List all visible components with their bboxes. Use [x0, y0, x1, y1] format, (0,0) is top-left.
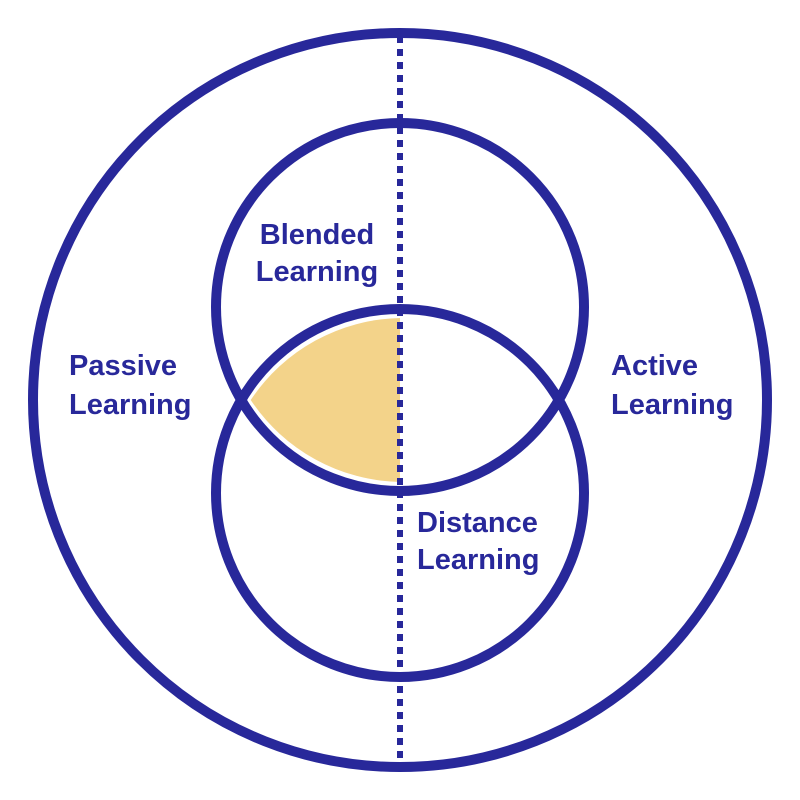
active-label-line-2: Learning [611, 389, 733, 421]
outer-circle [28, 28, 772, 772]
active-learning-label: Active Learning [611, 350, 733, 421]
highlighted-overlap-region [250, 318, 400, 482]
active-label-line-1: Active [611, 350, 698, 382]
passive-learning-label: Passive Learning [69, 350, 191, 421]
passive-label-line-2: Learning [69, 389, 191, 421]
distance-label-line-1: Distance [417, 507, 538, 539]
distance-label-line-2: Learning [417, 544, 539, 576]
passive-label-line-1: Passive [69, 350, 177, 382]
blended-label-line-2: Learning [256, 256, 378, 288]
distance-learning-label: Distance Learning [417, 507, 546, 576]
blended-learning-label: Blended Learning [256, 219, 382, 288]
blended-label-line-1: Blended [260, 219, 374, 251]
